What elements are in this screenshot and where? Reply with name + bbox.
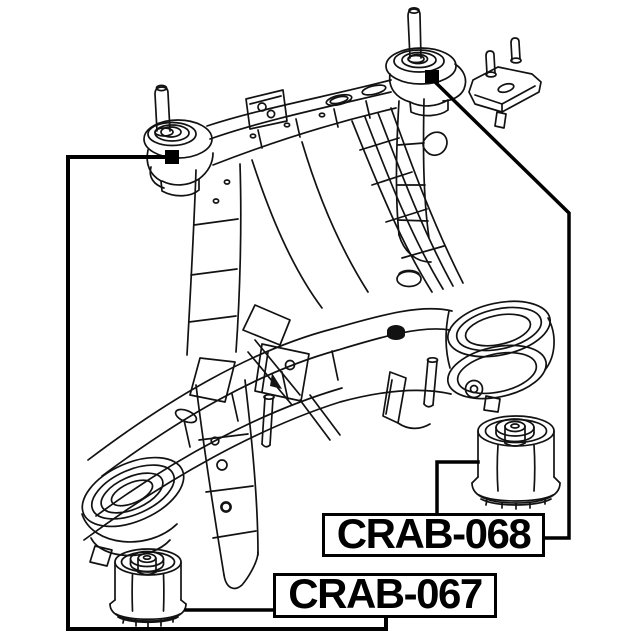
callout-line-crab-067-bracket [66, 155, 388, 631]
part-label-crab-068: CRAB-068 [322, 512, 545, 557]
front-left-mount-marker-icon [165, 150, 179, 164]
bushing-crab-067-drawing [109, 548, 187, 628]
part-label-crab-067: CRAB-067 [273, 573, 497, 618]
front-left-leg [186, 163, 341, 590]
bushing-crab-068-drawing [471, 415, 561, 510]
hook-bracket [422, 131, 448, 156]
center-right-leg [351, 107, 464, 293]
rear-mount-bracket [468, 37, 542, 129]
right-spring-seat [445, 300, 555, 413]
callout-line-crab-068-connector [430, 77, 571, 540]
rear-right-mount-marker-icon [425, 70, 439, 83]
callout-line-crab-068-leader [435, 460, 480, 516]
upper-crossmember [206, 79, 448, 309]
lower-crossmember-arm [83, 269, 453, 541]
front-left-mount-bushing [143, 84, 214, 197]
